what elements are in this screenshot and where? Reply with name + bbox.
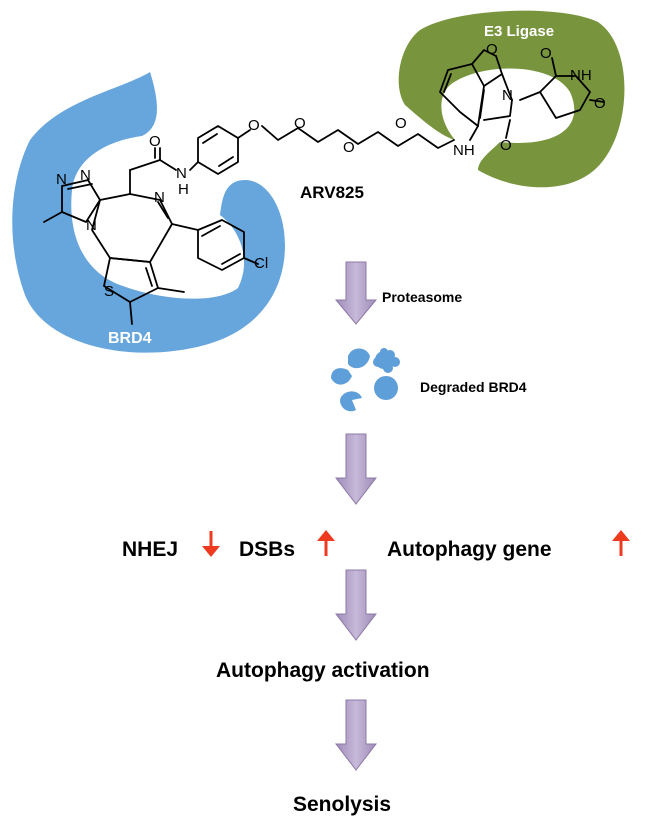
nh-atom-glut: NH bbox=[570, 67, 592, 84]
flow-arrow-2 bbox=[334, 433, 378, 505]
o-atom-imide-1: O bbox=[486, 41, 498, 58]
flow-arrow-1 bbox=[334, 261, 378, 325]
n-atom-diazepine: N bbox=[154, 189, 165, 206]
o-atom-ether-1: O bbox=[248, 117, 260, 134]
nh-atom-linker: NH bbox=[453, 142, 475, 159]
nh-atom-amide-h: H bbox=[178, 181, 189, 198]
flow-arrow-4 bbox=[334, 699, 378, 771]
o-atom-ether-2: O bbox=[294, 115, 306, 132]
o-atom-amide: O bbox=[149, 133, 161, 150]
o-atom-ether-3: O bbox=[343, 139, 355, 156]
proteasome-label: Proteasome bbox=[382, 289, 462, 305]
autophagy-gene-label: Autophagy gene bbox=[387, 538, 552, 561]
up-arrow-icon bbox=[317, 530, 335, 556]
nh-atom-amide-n: N bbox=[176, 165, 187, 182]
brd4-label: BRD4 bbox=[108, 330, 152, 347]
degraded-label: Degraded BRD4 bbox=[420, 379, 527, 395]
senolysis-label: Senolysis bbox=[293, 793, 391, 816]
e3-ligase-shape bbox=[398, 10, 625, 188]
cl-atom: Cl bbox=[254, 255, 268, 272]
compound-label: ARV825 bbox=[300, 183, 364, 202]
s-atom: S bbox=[104, 283, 114, 300]
down-arrow-icon bbox=[202, 531, 220, 557]
n-atom-triazole-2: N bbox=[80, 167, 91, 184]
nhej-label: NHEJ bbox=[122, 538, 178, 561]
degraded-fragments bbox=[331, 348, 400, 412]
arv825-structure: Cl N O N H N N N S O bbox=[43, 41, 606, 325]
o-atom-glut-1: O bbox=[540, 45, 552, 62]
brd4-shape bbox=[12, 72, 286, 353]
n-atom-imide: N bbox=[502, 87, 513, 104]
o-atom-glut-2: O bbox=[594, 95, 606, 112]
o-atom-imide-2: O bbox=[500, 137, 512, 154]
n-atom-triazole-1: N bbox=[56, 171, 67, 188]
e3-ligase-label: E3 Ligase bbox=[484, 23, 554, 40]
autophagy-activation-label: Autophagy activation bbox=[216, 659, 430, 682]
dsbs-label: DSBs bbox=[239, 538, 295, 561]
o-atom-ether-4: O bbox=[395, 115, 407, 132]
up-arrow-icon bbox=[612, 530, 630, 556]
flow-arrow-3 bbox=[334, 569, 378, 641]
n-atom-triazole-3: N bbox=[86, 217, 97, 234]
